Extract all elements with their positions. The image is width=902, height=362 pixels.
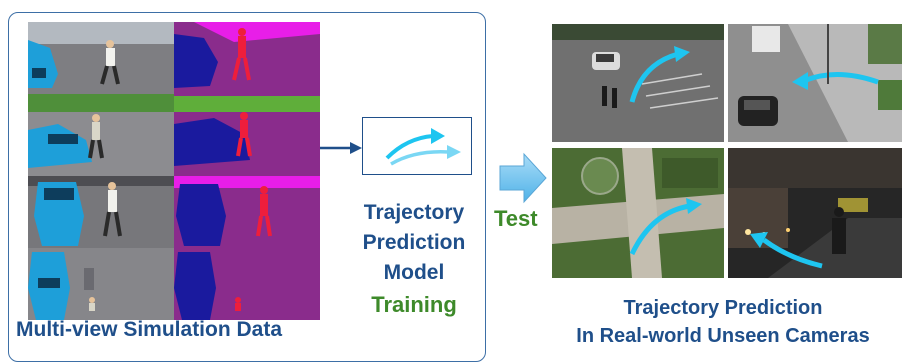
trajectory-arrows-icon	[385, 128, 461, 166]
sim-rgb-view-2	[28, 104, 174, 176]
real-camera-view-2	[728, 24, 902, 142]
real-camera-view-1	[552, 24, 724, 142]
model-trajectory-box	[362, 117, 472, 175]
sim-segmentation-view-2	[174, 104, 320, 176]
model-title: Trajectory Prediction Model	[344, 198, 484, 288]
model-title-line-2: Prediction	[362, 231, 466, 254]
model-title-line-3: Model	[383, 261, 445, 284]
real-camera-view-4	[728, 148, 902, 278]
simulation-mosaic	[28, 22, 320, 320]
training-label: Training	[371, 292, 457, 317]
test-block-arrow	[499, 152, 547, 204]
real-world-caption-line-2: In Real-world Unseen Cameras	[576, 325, 870, 347]
model-title-line-1: Trajectory	[363, 201, 465, 224]
real-world-camera-grid	[552, 24, 902, 278]
real-world-caption-line-1: Trajectory Prediction	[623, 297, 823, 319]
simulation-data-caption: Multi-view Simulation Data	[16, 318, 283, 341]
sim-segmentation-view-3	[174, 176, 320, 248]
sim-segmentation-view-1	[174, 22, 320, 104]
real-camera-view-3	[552, 148, 724, 278]
sim-segmentation-view-4	[174, 248, 320, 320]
test-label: Test	[494, 206, 538, 231]
sim-rgb-view-1	[28, 22, 174, 104]
real-world-caption: Trajectory Prediction In Real-world Unse…	[548, 294, 898, 350]
flow-arrow-to-model	[320, 142, 362, 154]
sim-rgb-view-3	[28, 176, 174, 248]
sim-rgb-view-4	[28, 248, 174, 320]
